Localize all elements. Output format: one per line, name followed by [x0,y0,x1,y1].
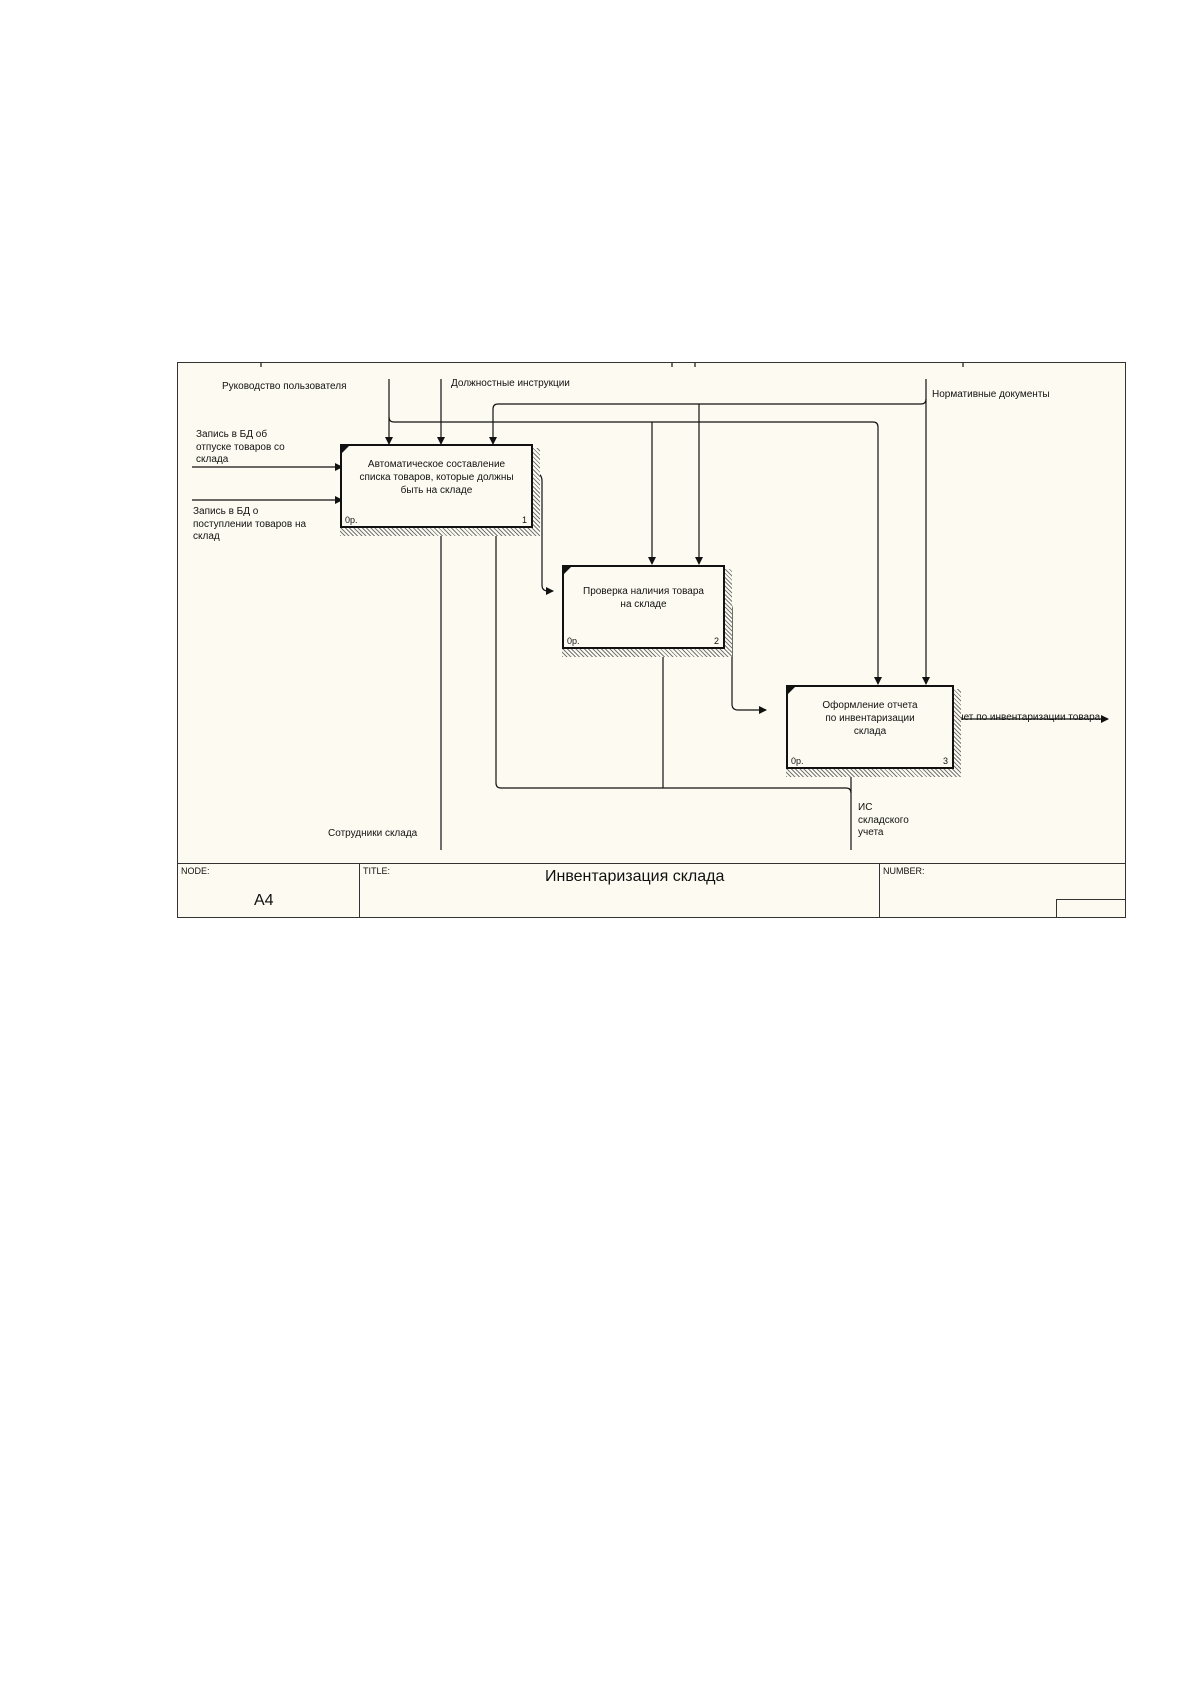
frame-tick [260,363,964,367]
label-is-system: ИС складского учета [858,802,909,838]
number-caption: NUMBER: [883,866,925,876]
activity-cost: 0р. [567,636,580,646]
label-output-report: Отчет по инвентаризации товара [946,712,1101,723]
activity-cost: 0р. [345,515,358,525]
number-cell: NUMBER: [880,864,1125,917]
label-instructions: Должностные инструкции [451,378,570,389]
arrow-guide-branch [388,416,882,685]
node-cell: NODE: A4 [178,864,360,917]
label-input-release: Запись в БД об отпуске товаров со склада [196,429,285,465]
idef0-diagram-frame: Руководство пользователя Должностные инс… [177,362,1126,918]
activity-number: 1 [521,515,527,525]
box-corner-mark [342,446,349,453]
activity-title: Проверка наличия товара на складе [583,586,704,610]
activity-number: 3 [942,756,948,766]
diagram-title: Инвентаризация склада [545,868,725,885]
activity-cost: 0р. [791,756,804,766]
label-normative: Нормативные документы [932,389,1050,400]
activity-box-3[interactable]: Оформление отчета по инвентаризации скла… [786,685,954,769]
activity-box-1[interactable]: Автоматическое составление списка товаро… [340,444,533,528]
box-corner-mark [564,567,571,574]
label-staff: Сотрудники склада [328,828,418,839]
arrow-is-branch [492,528,852,794]
activity-title: Оформление отчета по инвентаризации скла… [822,700,918,737]
number-subcell [1056,899,1125,917]
diagram-canvas [192,363,1109,850]
title-caption: TITLE: [363,866,391,876]
box-corner-mark [788,687,795,694]
activity-number: 2 [713,636,719,646]
title-block: NODE: A4 TITLE: Инвентаризация склада NU… [178,863,1125,917]
activity-box-2[interactable]: Проверка наличия товара на складе 0р. 2 [562,565,725,649]
activity-title: Автоматическое составление списка товаро… [359,459,514,496]
label-guide: Руководство пользователя [222,381,347,392]
node-value: A4 [254,892,274,909]
title-cell: TITLE: Инвентаризация склада [360,864,880,917]
label-input-receipt: Запись в БД о поступлении товаров на скл… [193,506,307,542]
node-caption: NODE: [181,866,210,876]
